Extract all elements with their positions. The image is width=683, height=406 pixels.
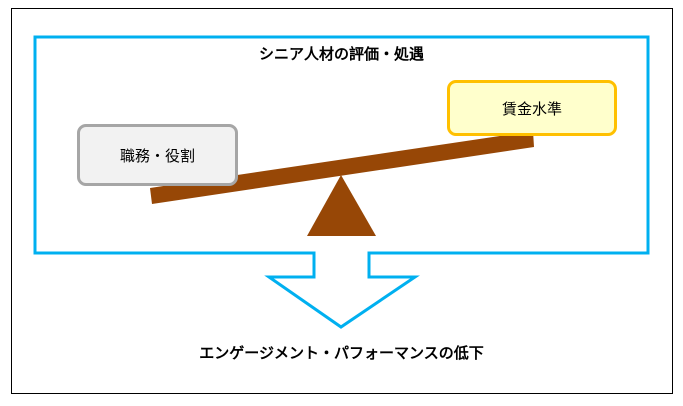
outer-border	[11, 8, 673, 394]
job-role-label: 職務・役割	[119, 146, 195, 165]
frame-with-down-arrow	[33, 35, 650, 329]
job-role-box: 職務・役割	[77, 124, 238, 186]
diagram-title: シニア人材の評価・処遇	[258, 45, 424, 63]
result-label: エンゲージメント・パフォーマンスの低下	[199, 344, 484, 362]
seesaw-fulcrum	[307, 175, 376, 236]
seesaw-beam	[150, 131, 534, 204]
wage-level-label: 賃金水準	[501, 99, 562, 118]
wage-level-box: 賃金水準	[447, 80, 617, 136]
